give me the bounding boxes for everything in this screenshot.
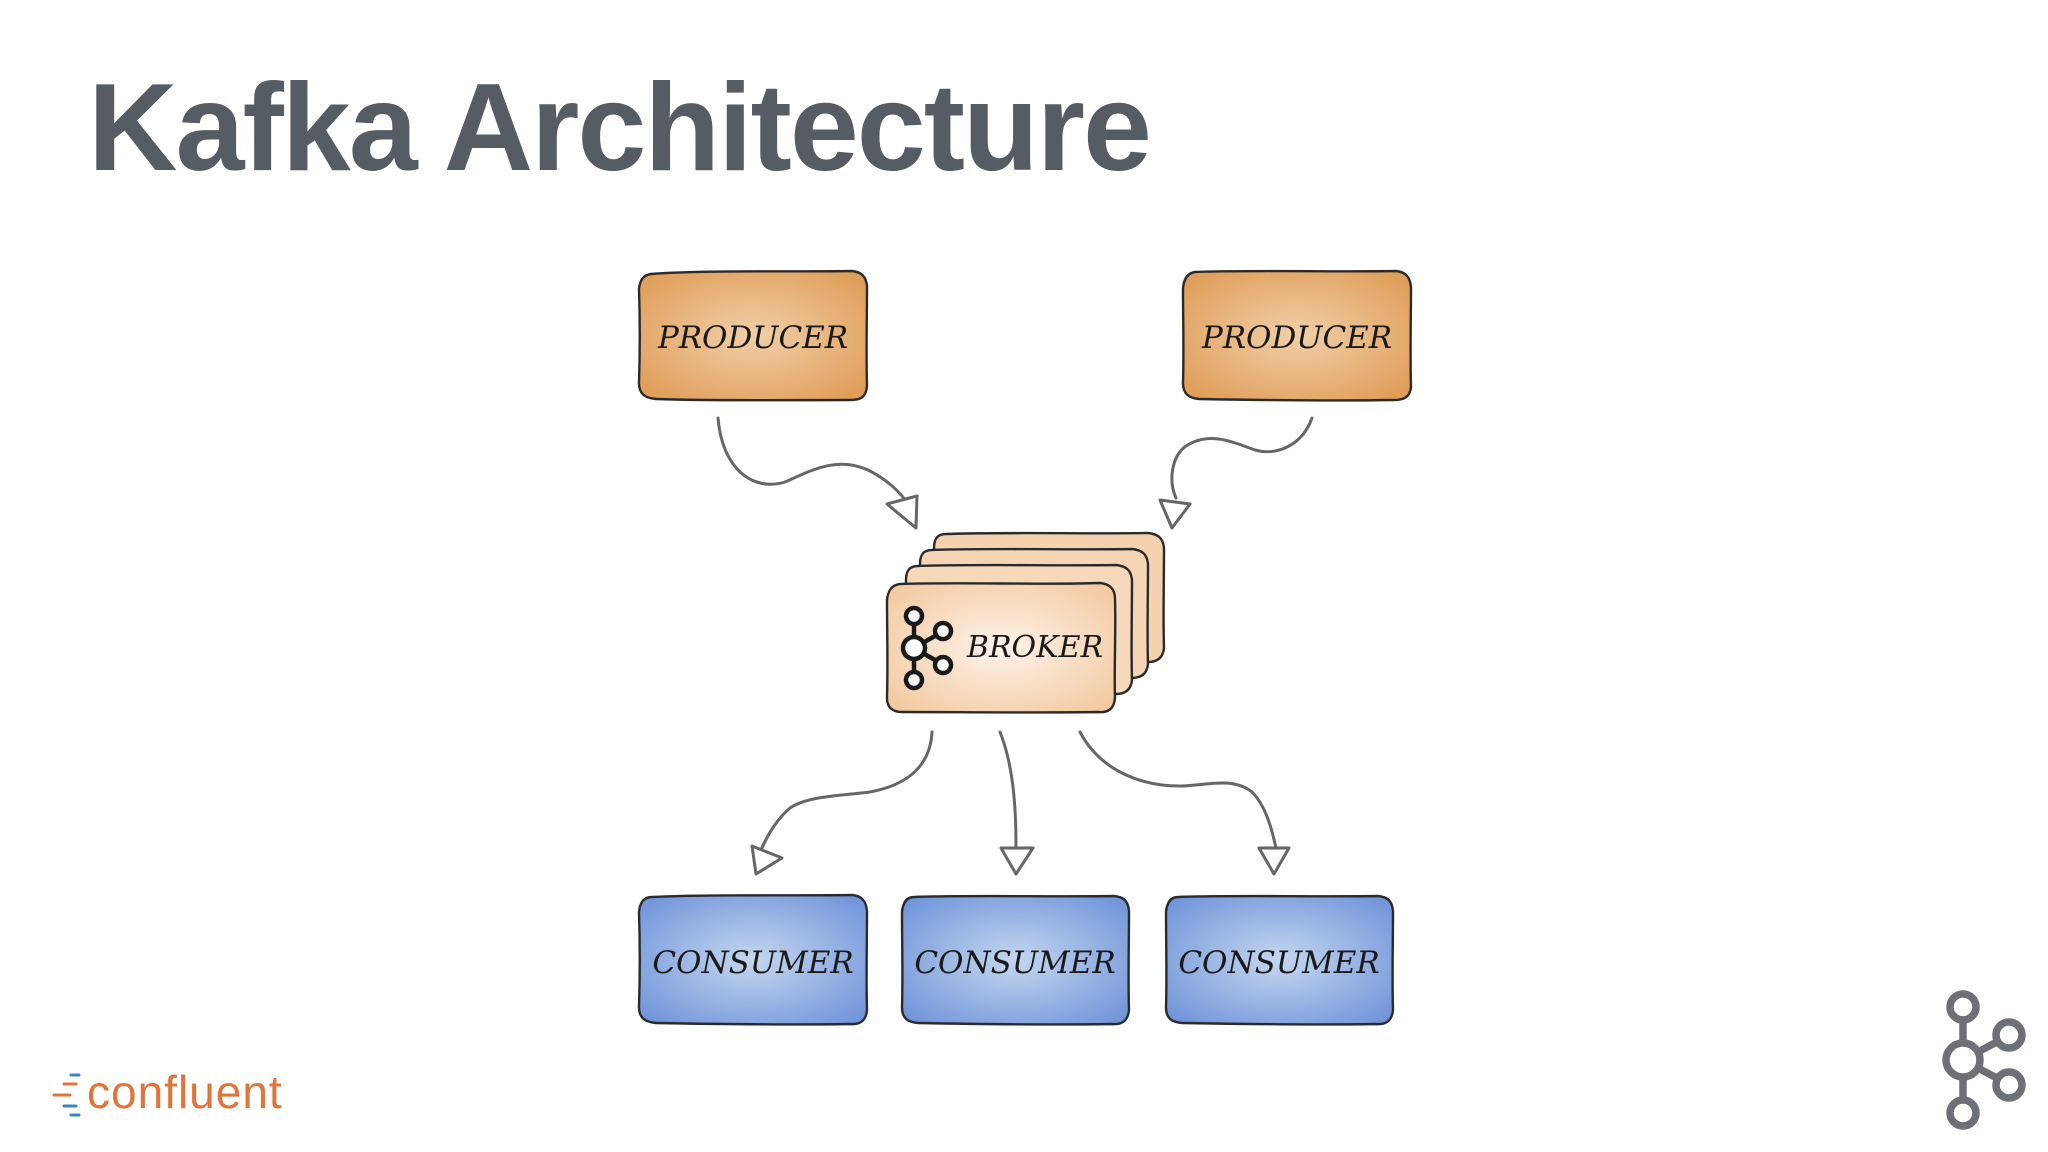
producer-box-2: PRODUCER: [1181, 269, 1413, 402]
kafka-logo-icon: [1942, 990, 2026, 1130]
consumer-box-3: CONSUMER: [1164, 894, 1395, 1026]
confluent-logo: confluent: [52, 1066, 283, 1118]
broker-label: BROKER: [966, 630, 1103, 665]
broker-stack: BROKER: [885, 531, 1166, 714]
consumer-label: CONSUMER: [652, 945, 853, 981]
confluent-mark-icon: [52, 1073, 81, 1117]
arrow-broker-to-consumer-3: [1078, 730, 1291, 876]
consumer-box-2: CONSUMER: [900, 894, 1131, 1026]
kafka-logo-icon: [900, 605, 954, 691]
slide-title: Kafka Architecture: [88, 59, 1152, 197]
arrow-producer-2-to-broker: [1158, 416, 1314, 530]
producer-label: PRODUCER: [657, 320, 848, 356]
producer-box-1: PRODUCER: [637, 269, 869, 402]
arrow-producer-1-to-broker: [716, 416, 919, 530]
broker-card-front: [885, 581, 1117, 714]
arrow-broker-to-consumer-2: [998, 730, 1035, 876]
consumer-box-1: CONSUMER: [637, 893, 869, 1026]
arrow-broker-to-consumer-1: [750, 730, 934, 876]
producer-label: PRODUCER: [1201, 320, 1392, 356]
consumer-label: CONSUMER: [1178, 945, 1379, 981]
brand-wordmark: confluent: [87, 1066, 283, 1118]
consumer-label: CONSUMER: [914, 945, 1115, 981]
